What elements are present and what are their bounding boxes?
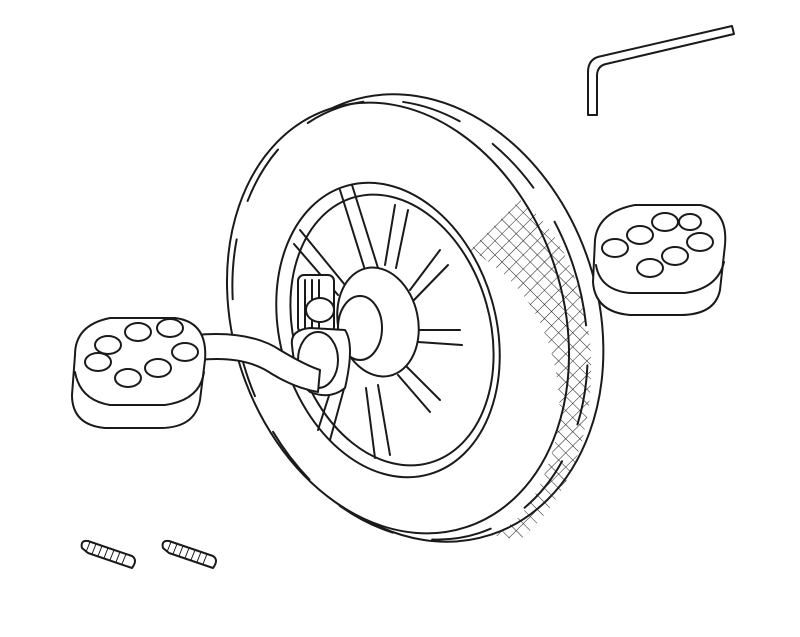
set-screw bbox=[161, 539, 217, 569]
set-screw bbox=[80, 539, 136, 569]
pedal-studs bbox=[601, 212, 714, 278]
pedal-studs bbox=[84, 318, 199, 388]
left-pedal bbox=[71, 317, 207, 429]
right-pedal bbox=[592, 204, 727, 316]
allen-key bbox=[587, 25, 735, 116]
wheel bbox=[225, 93, 605, 543]
left-crank bbox=[194, 333, 321, 393]
